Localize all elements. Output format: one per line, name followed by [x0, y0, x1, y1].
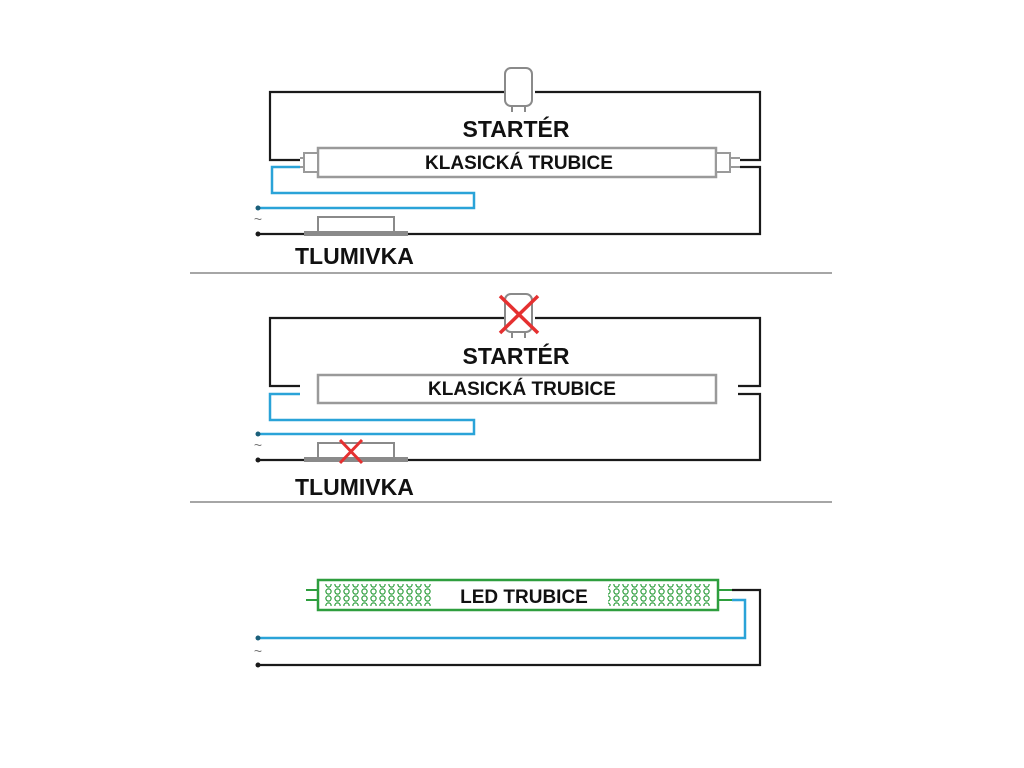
starter-label: STARTÉR — [463, 342, 570, 369]
tube-label: KLASICKÁ TRUBICE — [428, 378, 616, 400]
ballast-label: TLUMIVKA — [295, 243, 414, 269]
ballast-icon — [304, 216, 408, 236]
tube-label: KLASICKÁ TRUBICE — [425, 152, 613, 174]
neutral-wire — [258, 392, 762, 462]
live-wire — [258, 598, 747, 640]
ballast-label: TLUMIVKA — [295, 474, 414, 500]
starter-label: STARTÉR — [463, 115, 570, 142]
classic-tube — [300, 146, 740, 179]
ballast-icon — [304, 442, 408, 462]
diagram-classic-tube: STARTÉR KLASICKÁ TRUBICE ~ TLUMIVKA — [254, 67, 762, 269]
led-dots-icon — [324, 584, 432, 606]
neutral-wire — [258, 588, 762, 667]
live-wire — [258, 165, 476, 210]
tube-label: LED TRUBICE — [460, 587, 588, 608]
cross-icon — [498, 294, 540, 335]
neutral-wire — [258, 165, 762, 236]
starter-circuit-wire — [268, 90, 762, 162]
led-dots-icon — [608, 584, 712, 606]
cross-icon — [338, 438, 364, 465]
led-tube — [306, 578, 732, 612]
live-wire — [258, 392, 476, 436]
mains-symbol: ~ — [254, 437, 262, 453]
classic-tube — [316, 373, 760, 405]
mains-symbol: ~ — [254, 211, 262, 227]
diagram-led-tube: LED TRUBICE ~ — [254, 578, 762, 668]
diagram-classic-tube-removed: STARTÉR KLASICKÁ TRUBICE ~ TLUMIVKA — [254, 293, 762, 500]
mains-symbol: ~ — [254, 643, 262, 659]
starter-icon — [504, 67, 533, 112]
